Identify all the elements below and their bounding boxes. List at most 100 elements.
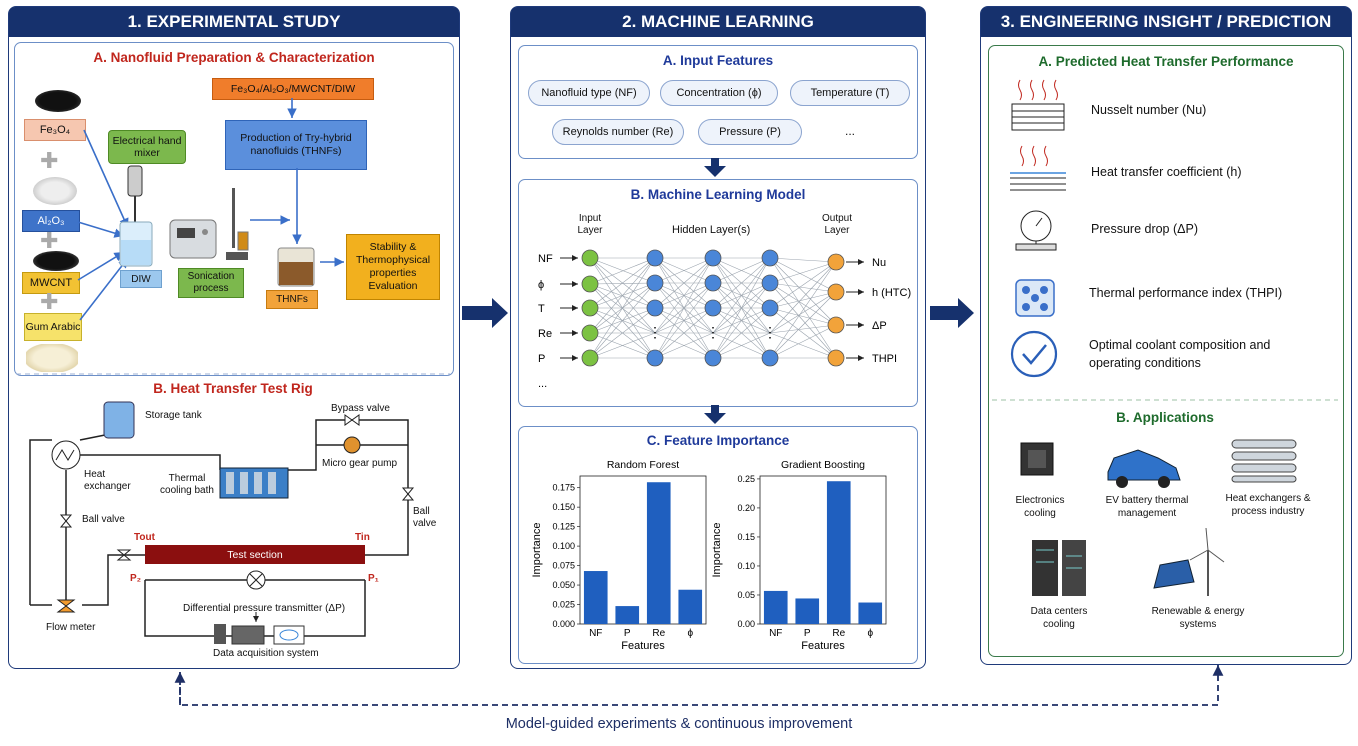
nn-connection (589, 283, 656, 309)
nn-connection (769, 324, 837, 359)
input-label-1: ϕ (538, 279, 544, 291)
hidden-node (761, 249, 779, 267)
feature-pill-temperature: Temperature (T) (790, 80, 910, 106)
nn-connection (769, 282, 837, 326)
sonication-label: Sonication process (178, 268, 244, 298)
nn-connection (589, 257, 656, 309)
prediction-htc: Heat transfer coefficient (h) (1091, 165, 1242, 179)
y-tick-label: 0.000 (552, 619, 575, 629)
output-node (827, 253, 845, 271)
hidden-node (761, 349, 779, 367)
panel-title-ml: 2. MACHINE LEARNING (511, 7, 925, 37)
nn-connection (769, 261, 837, 284)
y-tick-label: 0.15 (737, 532, 755, 542)
feature-pill-nf: Nanofluid type (NF) (528, 80, 650, 106)
hidden-node (704, 274, 722, 292)
nn-connection (712, 257, 771, 359)
hidden-layers-label: Hidden Layer(s) (672, 224, 751, 236)
feature-ellipsis: ... (845, 124, 856, 138)
t-out-label: Tout (134, 532, 155, 543)
output-label-0: Nu (872, 257, 886, 269)
output-label-2: ΔP (872, 320, 887, 332)
feedback-label: Model-guided experiments & continuous im… (505, 716, 853, 732)
feature-pill-reynolds: Reynolds number (Re) (552, 119, 684, 145)
hidden-node (761, 299, 779, 317)
y-tick-label: 0.20 (737, 503, 755, 513)
ball-valve-label-2: Ball valve (413, 506, 437, 529)
nn-connection (769, 261, 837, 334)
y-tick-label: 0.05 (737, 590, 755, 600)
flow-meter-label: Flow meter (46, 622, 96, 633)
nn-connection (769, 261, 837, 359)
input-node (581, 349, 599, 367)
bar (678, 589, 703, 624)
section-title-ml-model: B. Machine Learning Model (630, 187, 806, 202)
production-box: Production of Try-hybrid nanofluids (THN… (225, 120, 367, 170)
app-data-centers: Data centers cooling (1030, 606, 1088, 630)
x-axis-label: Features (801, 640, 845, 652)
app-ev-battery: EV battery thermal management (1105, 495, 1189, 519)
x-tick-label: NF (769, 628, 782, 639)
checkmark-icon (1010, 330, 1058, 378)
section-title-test-rig: B. Heat Transfer Test Rig (153, 381, 313, 396)
section-title-input-features: A. Input Features (662, 53, 774, 68)
output-node (827, 349, 845, 367)
prediction-pressure-drop: Pressure drop (ΔP) (1091, 222, 1198, 236)
wind-turbine-icon (1189, 527, 1225, 596)
nn-connection (769, 307, 837, 326)
x-tick-label: ϕ (687, 628, 693, 639)
heat-exchanger-icon (51, 440, 81, 470)
solar-panel-icon (1153, 559, 1195, 589)
input-label-2: T (538, 303, 545, 315)
bar (583, 571, 608, 624)
nn-connection (769, 291, 837, 359)
output-label-1: h (HTC) (872, 287, 911, 299)
electronics-chip-icon (1020, 442, 1054, 476)
y-tick-label: 0.125 (552, 522, 575, 532)
nn-connection (712, 332, 771, 359)
al2o3-powder-image (33, 177, 77, 205)
app-heat-exchangers: Heat exchangers & process industry (1225, 493, 1311, 517)
input-label-4: P (538, 353, 545, 365)
storage-tank-icon (103, 401, 135, 439)
chart-frame (579, 475, 707, 625)
daq-icon (214, 624, 305, 645)
material-fe3o4: Fe₃O₄ (24, 119, 86, 141)
plus-icon: ✚ (40, 289, 59, 314)
stability-evaluation-box: Stability & Thermophysical properties Ev… (346, 234, 440, 300)
diw-label: DIW (120, 270, 162, 288)
prediction-nusselt: Nusselt number (Nu) (1091, 103, 1207, 117)
nn-connection (712, 307, 771, 359)
pressure-gauge-icon (1015, 210, 1057, 251)
nn-connection (712, 257, 771, 309)
x-tick-label: Re (652, 628, 665, 639)
plus-icon: ✚ (40, 148, 59, 173)
hidden-ellipsis: ⋮ (648, 324, 662, 340)
nn-connection (769, 257, 837, 326)
electrical-hand-mixer-label: Electrical hand mixer (108, 130, 186, 164)
storage-tank-label: Storage tank (145, 410, 202, 421)
section-title-predicted: A. Predicted Heat Transfer Performance (1038, 54, 1294, 69)
hidden-node (704, 349, 722, 367)
chart-frame (759, 475, 887, 625)
thnfs-beaker-icon (277, 247, 315, 287)
y-tick-label: 0.175 (552, 483, 575, 493)
nn-connection (589, 257, 656, 334)
output-label-3: THPI (872, 353, 897, 365)
hidden-ellipsis: ⋮ (763, 324, 777, 340)
prep-arrows (77, 98, 344, 321)
htc-icon (1010, 145, 1066, 191)
panel-title-experimental: 1. EXPERIMENTAL STUDY (9, 7, 459, 37)
section-title-feature-importance: C. Feature Importance (646, 433, 790, 448)
material-al2o3: Al₂O₃ (22, 210, 80, 232)
chart-title: Gradient Boosting (781, 459, 865, 471)
y-tick-label: 0.00 (737, 619, 755, 629)
input-label-3: Re (538, 328, 552, 340)
panel-title-insight: 3. ENGINEERING INSIGHT / PREDICTION (981, 7, 1351, 37)
x-tick-label: ϕ (867, 628, 873, 639)
nn-connection (654, 307, 714, 359)
nn-connection (769, 324, 837, 334)
x-axis-label: Features (621, 640, 665, 652)
fe3o4-powder-image (35, 90, 81, 112)
nn-connection (589, 282, 656, 359)
